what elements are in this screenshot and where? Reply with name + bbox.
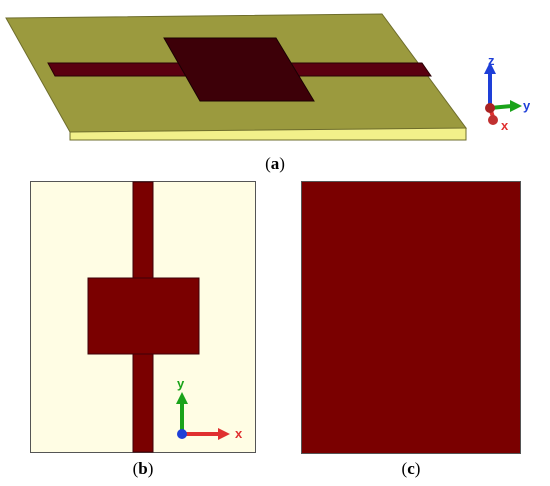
antenna-top-view-drawing: [30, 181, 256, 453]
antenna-3d-drawing: [5, 13, 467, 141]
caption-a-letter: a: [270, 154, 280, 173]
panel-c-bottom-view: [301, 181, 521, 454]
ground-plane-drawing: [301, 181, 521, 454]
patch-3d: [163, 37, 315, 102]
patch-2d: [87, 277, 200, 355]
panel-a-3d-view: z y x: [0, 0, 550, 150]
axis-y-label: y: [523, 98, 530, 113]
axis-triad-3d-icon: z y x: [484, 54, 530, 133]
caption-c: (c): [401, 459, 421, 478]
axis-z-label: z: [488, 54, 495, 68]
ground-plane: [301, 181, 521, 454]
caption-b-letter: b: [138, 459, 148, 478]
panel-b-top-view: y x: [30, 181, 256, 453]
axis-x-label: x: [501, 118, 509, 133]
caption-b: (b): [132, 459, 154, 478]
axis-x-2d-label: x: [235, 426, 243, 441]
axis-triad-2d-icon: y x: [176, 376, 243, 441]
axis-y-2d-label: y: [177, 376, 185, 391]
caption-c-letter: c: [407, 459, 415, 478]
caption-a: (a): [265, 154, 285, 173]
